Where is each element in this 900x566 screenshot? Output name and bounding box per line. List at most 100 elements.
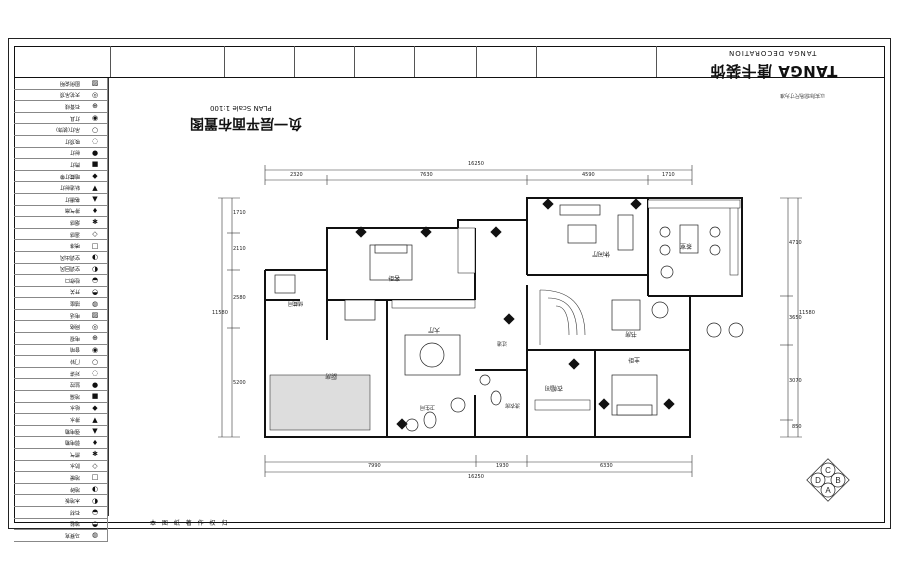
room-label-master: 主卧 xyxy=(628,356,641,363)
title-cell xyxy=(294,46,354,77)
legend-row: 天花吊顶◎ xyxy=(14,89,108,102)
legend-symbol-icon: ⊕ xyxy=(83,101,108,112)
legend-symbol-icon: ◎ xyxy=(83,89,108,101)
dim-bottom-total: 16250 xyxy=(468,474,484,480)
dim-left-seg: 1710 xyxy=(233,210,246,216)
legend-row: 排气扇♦ xyxy=(14,205,108,218)
legend-symbol-icon: ▼ xyxy=(83,425,108,437)
legend-symbol-icon: ✱ xyxy=(83,449,108,460)
legend-symbol-icon: ◒ xyxy=(83,286,108,298)
legend-row: 地漏■ xyxy=(14,391,108,403)
title-cell xyxy=(414,46,476,77)
legend-symbol-icon: ■ xyxy=(83,391,108,402)
title-cell xyxy=(476,46,536,77)
title-cell xyxy=(224,46,294,77)
legend-row: 图例说明▨ xyxy=(14,78,108,90)
svg-text:B: B xyxy=(835,476,840,485)
room-label-guest-bed: 客卧 xyxy=(388,274,401,281)
room-label-laundry: 洗衣房 xyxy=(505,402,521,408)
legend-row: 给水◆ xyxy=(14,402,108,415)
legend-symbol-icon: ◑ xyxy=(83,495,108,506)
legend-row: 插座◍ xyxy=(14,298,108,310)
legend-row: 强电箱▼ xyxy=(14,425,108,438)
legend-symbol-icon: ⊕ xyxy=(83,333,108,344)
legend-row: 空调出风◐ xyxy=(14,251,108,264)
legend-symbol-icon: ■ xyxy=(83,159,108,170)
legend-symbol-icon: ◇ xyxy=(83,228,108,240)
legend-row: 门铃○ xyxy=(14,356,108,368)
legend-row: 地毯◒ xyxy=(14,518,108,531)
legend-row: 排水▲ xyxy=(14,414,108,426)
legend-symbol-icon: ♦ xyxy=(83,205,108,217)
title-cell xyxy=(536,46,656,77)
legend-row: 木地板◑ xyxy=(14,495,108,507)
dim-left-seg: 2580 xyxy=(233,295,246,301)
dim-bottom-seg: 7990 xyxy=(368,463,381,469)
legend-symbol-icon: ♦ xyxy=(83,437,108,448)
title-cell xyxy=(354,46,414,77)
legend-row: 灯具◉ xyxy=(14,112,108,125)
dim-top-seg: 2320 xyxy=(290,172,303,178)
legend-symbol-icon: ◌ xyxy=(83,367,108,379)
room-label-lounge: 休闲厅 xyxy=(592,250,611,257)
title-cell xyxy=(656,46,700,77)
room-label-kitchen: 厨房 xyxy=(325,372,338,379)
legend-row: 空调回风◑ xyxy=(14,263,108,276)
dim-left-seg: 5200 xyxy=(233,380,246,386)
legend-row: 燃气✱ xyxy=(14,449,108,461)
legend-row: 马赛克◍ xyxy=(14,530,108,542)
dim-top-total: 16250 xyxy=(468,161,484,167)
dim-left-seg: 2110 xyxy=(233,246,246,252)
legend-symbol-icon: □ xyxy=(83,472,108,483)
legend-table: 图例说明▨天花吊顶◎石膏线⊕灯具◉吊灯(装饰)○吸顶灯◌射灯●筒灯■暗藏灯带◆轨… xyxy=(14,78,109,542)
legend-row: 监控● xyxy=(14,379,108,392)
legend-row: 开关◒ xyxy=(14,286,108,299)
legend-symbol-icon: ▨ xyxy=(83,78,108,89)
legend-symbol-icon: ◉ xyxy=(83,344,108,356)
legend-symbol-icon: ◉ xyxy=(83,112,108,124)
dim-right-seg: 3070 xyxy=(789,378,802,384)
legend-row: 吊灯(装饰)○ xyxy=(14,124,108,136)
legend-row: 吸顶灯◌ xyxy=(14,135,108,148)
legend-symbol-icon: ○ xyxy=(83,356,108,367)
legend-row: 石材◓ xyxy=(14,506,108,519)
legend-row: 射灯● xyxy=(14,147,108,160)
legend-row: 弱电箱♦ xyxy=(14,437,108,449)
legend-symbol-icon: ▨ xyxy=(83,309,108,321)
dim-right-seg: 4710 xyxy=(789,240,802,246)
legend-row: 温感◇ xyxy=(14,228,108,241)
dim-top-seg: 4590 xyxy=(582,172,595,178)
drawing-outer-frame xyxy=(8,38,891,529)
room-label-tea: 茶室 xyxy=(680,242,693,249)
legend-symbol-icon: ✱ xyxy=(83,217,108,228)
legend-symbol-icon: ◌ xyxy=(83,135,108,147)
compass-rose xyxy=(806,458,850,502)
room-label-wardrobe: 衣帽间 xyxy=(545,384,564,391)
legend-row: 地砖◐ xyxy=(14,483,108,496)
legend-row: 暗藏灯带◆ xyxy=(14,170,108,183)
legend-row: 筒灯■ xyxy=(14,159,108,171)
legend-symbol-icon: ◓ xyxy=(83,506,108,518)
svg-text:D: D xyxy=(815,476,821,485)
svg-text:C: C xyxy=(825,466,831,475)
room-label-storage: 储藏间 xyxy=(288,300,304,306)
legend-symbol-icon: ● xyxy=(83,379,108,391)
legend-symbol-icon: ◐ xyxy=(83,251,108,263)
dim-right-seg: 850 xyxy=(792,424,802,430)
legend-symbol-icon: ▲ xyxy=(83,414,108,425)
dim-left-total: 11580 xyxy=(212,310,228,316)
legend-row: 地暖□ xyxy=(14,472,108,484)
drawing-inner-frame xyxy=(14,46,885,523)
legend-row: 石膏线⊕ xyxy=(14,101,108,113)
legend-symbol-icon: ◆ xyxy=(83,402,108,414)
legend-row: 对讲◌ xyxy=(14,367,108,380)
legend-row: 轨道射灯▲ xyxy=(14,182,108,194)
dim-top-seg: 1710 xyxy=(662,172,675,178)
room-label-study: 书房 xyxy=(625,330,638,337)
svg-text:A: A xyxy=(825,486,831,495)
legend-symbol-icon: □ xyxy=(83,240,108,251)
legend-symbol-icon: ◎ xyxy=(83,321,108,333)
legend-row: 烟感✱ xyxy=(14,217,108,229)
legend-row: 喷淋□ xyxy=(14,240,108,252)
